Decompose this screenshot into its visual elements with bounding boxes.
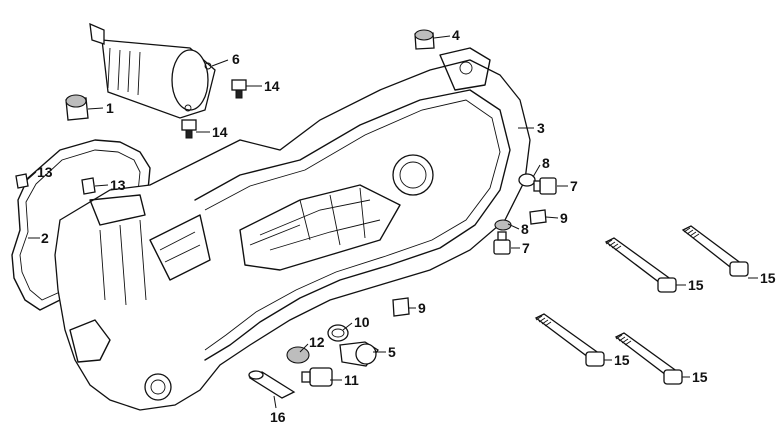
drain-bolt-11 <box>301 367 333 387</box>
callout-13b: 13 <box>110 177 126 193</box>
callout-1: 1 <box>106 100 114 116</box>
long-bolt-15a <box>604 237 677 293</box>
callout-3: 3 <box>537 120 545 136</box>
leader-lines <box>26 35 758 409</box>
dowel-pin-9a <box>529 209 547 225</box>
bolt-14b <box>181 119 197 139</box>
washer-8b <box>494 219 512 231</box>
plug-7a <box>533 177 557 195</box>
dowel-sleeve-1 <box>65 94 89 121</box>
callout-10: 10 <box>354 314 370 330</box>
o-ring-10 <box>327 324 349 342</box>
callout-15b: 15 <box>760 270 776 286</box>
callout-15c: 15 <box>614 352 630 368</box>
crankcase-left-half <box>54 59 531 411</box>
callout-14b: 14 <box>212 124 228 140</box>
callout-9b: 9 <box>418 300 426 316</box>
callout-8b: 8 <box>521 221 529 237</box>
washer-8a <box>518 173 536 187</box>
callout-8a: 8 <box>542 155 550 171</box>
callout-15a: 15 <box>688 277 704 293</box>
callout-7b: 7 <box>522 240 530 256</box>
dowel-pin-13a <box>15 173 29 189</box>
callout-12: 12 <box>309 334 325 350</box>
callout-9a: 9 <box>560 210 568 226</box>
callout-2: 2 <box>41 230 49 246</box>
callout-13a: 13 <box>37 164 53 180</box>
callout-15d: 15 <box>692 369 708 385</box>
callout-7a: 7 <box>570 178 578 194</box>
long-bolt-15c <box>534 313 605 367</box>
callout-4: 4 <box>452 27 460 43</box>
dowel-pin-9b <box>392 297 410 317</box>
callout-11: 11 <box>344 372 359 388</box>
long-bolt-15b <box>681 225 749 277</box>
bolt-14a <box>231 79 247 99</box>
callout-16: 16 <box>270 409 286 425</box>
dowel-sleeve-4 <box>414 29 435 50</box>
shaft-16 <box>248 370 296 399</box>
plug-7b <box>493 231 511 255</box>
callout-14a: 14 <box>264 78 280 94</box>
starter-motor <box>89 22 216 119</box>
filter-cap-5 <box>339 341 379 367</box>
dowel-pin-13b <box>81 177 96 195</box>
long-bolt-15d <box>614 332 683 385</box>
callout-6: 6 <box>232 51 240 67</box>
washer-12 <box>286 346 310 364</box>
callout-5: 5 <box>388 344 396 360</box>
